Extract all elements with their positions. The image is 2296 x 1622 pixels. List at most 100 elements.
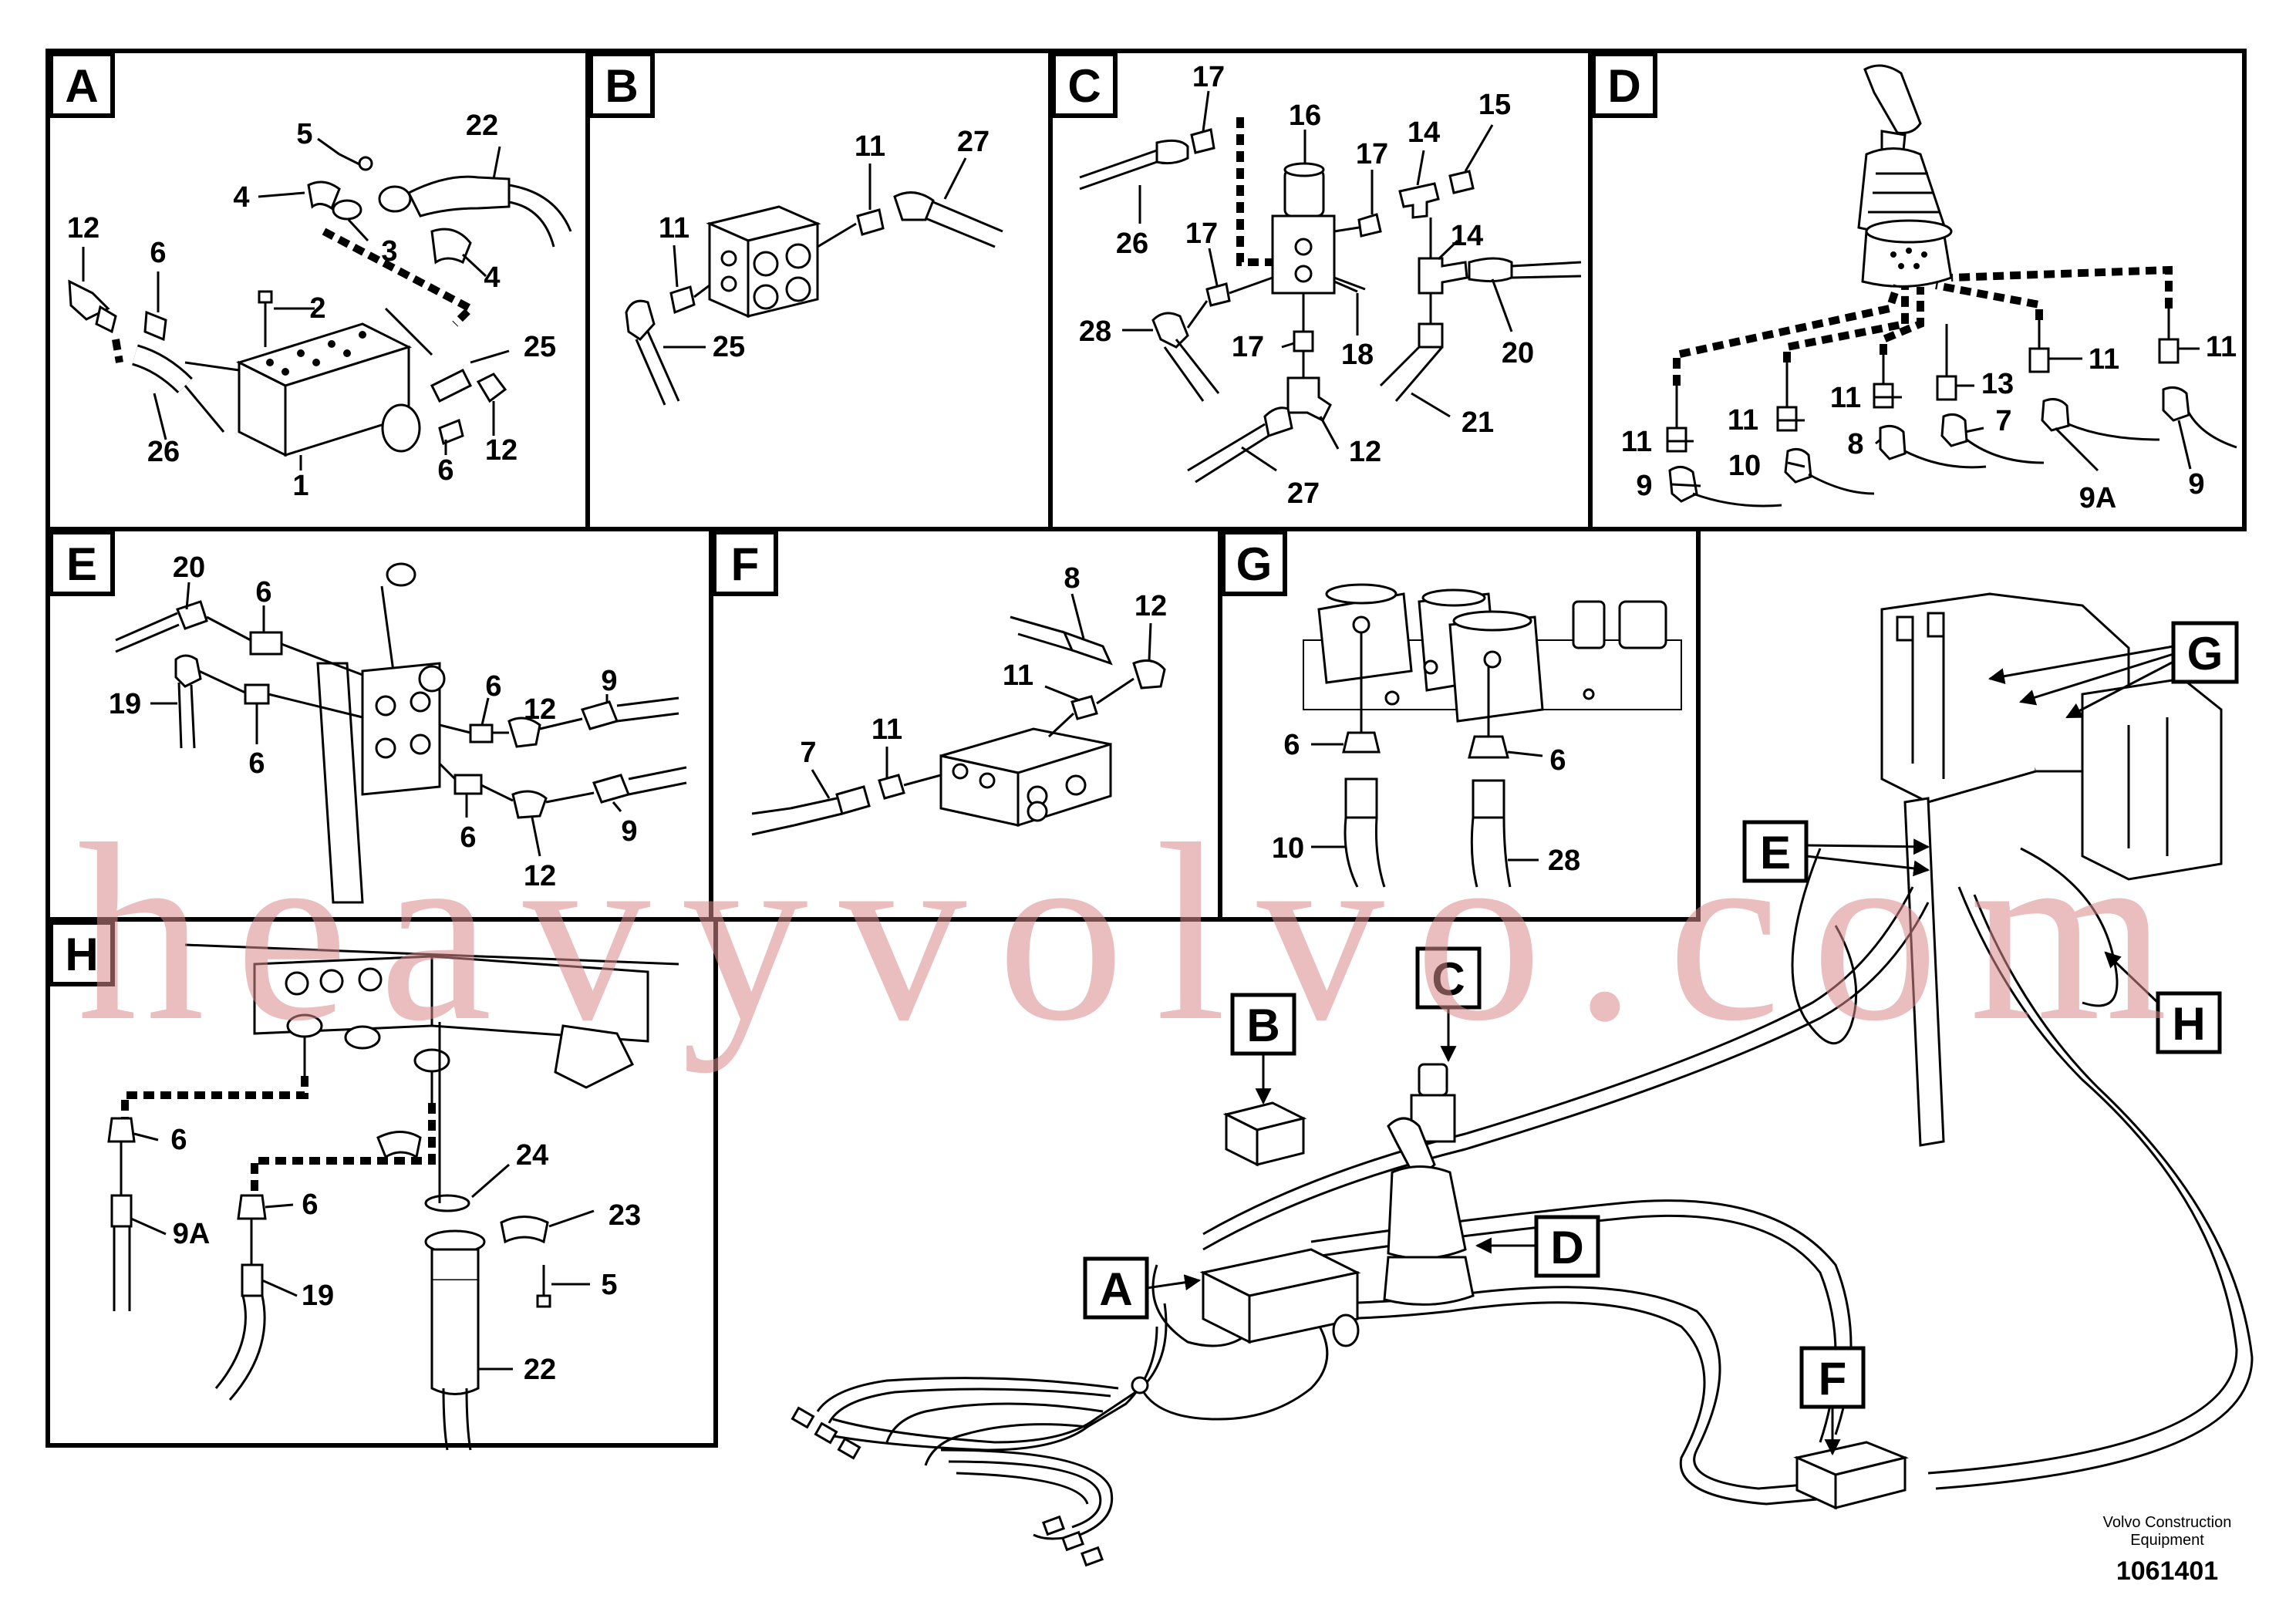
panel-frame-d bbox=[1588, 49, 2247, 531]
svg-text:D: D bbox=[1607, 60, 1640, 112]
callout: 11 bbox=[2089, 343, 2119, 376]
overview-label-g: G bbox=[1988, 621, 2239, 719]
svg-text:B: B bbox=[1246, 1000, 1279, 1051]
svg-text:B: B bbox=[605, 60, 638, 112]
callout: 6 bbox=[302, 1189, 318, 1221]
fitting-17-b bbox=[1357, 213, 1382, 238]
callout: 25 bbox=[713, 331, 745, 363]
svg-text:A: A bbox=[65, 60, 98, 112]
callout: 25 bbox=[524, 331, 556, 363]
callout: 13 bbox=[1981, 368, 2014, 400]
panel-c-drawing bbox=[1079, 117, 1582, 484]
panel-h-dashed-links bbox=[121, 1076, 436, 1195]
fitting-17-a bbox=[1190, 128, 1215, 154]
callout: 9 bbox=[2188, 468, 2204, 501]
flange-half-4-bottom bbox=[430, 228, 472, 265]
fitting-9-upper bbox=[580, 700, 619, 730]
callout: 12 bbox=[1349, 436, 1381, 468]
callout: 10 bbox=[1272, 832, 1304, 865]
callout: 19 bbox=[302, 1280, 334, 1312]
fitting-6-h-right bbox=[237, 1194, 267, 1220]
joystick-base bbox=[1861, 230, 1953, 288]
fitting-12-right bbox=[476, 373, 507, 403]
lever-knob bbox=[386, 562, 416, 587]
flange-half-23 bbox=[500, 1216, 549, 1244]
fitting-6-e-upper bbox=[249, 631, 283, 656]
callout: 11 bbox=[855, 130, 885, 163]
panel-letter-g: G bbox=[1221, 530, 1287, 596]
callout: 28 bbox=[1548, 845, 1580, 877]
svg-text:A: A bbox=[1099, 1263, 1132, 1315]
callout: 11 bbox=[2206, 331, 2237, 363]
callout: 6 bbox=[437, 454, 453, 487]
fitting-11-a bbox=[1666, 427, 1687, 453]
callout: 19 bbox=[109, 688, 141, 720]
svg-text:D: D bbox=[1550, 1222, 1583, 1273]
footer: Volvo Construction Equipment 1061401 bbox=[2103, 1514, 2232, 1586]
panel-frame-h bbox=[46, 917, 718, 1448]
callout: 14 bbox=[1408, 116, 1440, 149]
callout: 24 bbox=[516, 1139, 548, 1172]
overview-label-h: H bbox=[2104, 951, 2222, 1054]
drawing-number: 1061401 bbox=[2116, 1556, 2218, 1586]
fitting-7-f bbox=[835, 785, 871, 815]
callout: 6 bbox=[255, 576, 271, 609]
callout: 27 bbox=[1287, 477, 1320, 510]
callout: 6 bbox=[1549, 744, 1566, 777]
callout: 9A bbox=[2079, 482, 2117, 514]
elbow-19 bbox=[174, 654, 202, 688]
fitting-17-d bbox=[1293, 330, 1314, 352]
overview-bracket bbox=[1903, 797, 1945, 1147]
fitting-11-c bbox=[1873, 383, 1894, 409]
solenoid-g bbox=[1572, 600, 1606, 649]
panel-d-dashed-links bbox=[1673, 265, 2173, 386]
panel-b-leaders bbox=[663, 157, 967, 349]
fitting-13 bbox=[1936, 375, 1957, 401]
callout: 26 bbox=[147, 436, 180, 468]
callout: 17 bbox=[1356, 138, 1388, 170]
panel-g-drawing bbox=[1303, 583, 1682, 888]
callout: 12 bbox=[524, 693, 556, 726]
panel-letter-a: A bbox=[49, 52, 115, 118]
callout: 6 bbox=[248, 747, 265, 780]
panel-e-drawing bbox=[115, 562, 687, 904]
hose-25-fitting bbox=[430, 368, 473, 403]
tee-14-top bbox=[1398, 182, 1440, 219]
callout: 11 bbox=[1003, 659, 1033, 692]
fitting-6-h-left bbox=[107, 1117, 136, 1143]
overview-label-e: E bbox=[1742, 820, 1930, 883]
callout: 8 bbox=[1064, 562, 1080, 595]
fitting-6-g-right bbox=[1468, 735, 1509, 759]
fitting-6-left bbox=[143, 310, 167, 342]
hose-9a-fitting bbox=[110, 1194, 133, 1228]
overview-label-a: A bbox=[1083, 1256, 1202, 1320]
valve-section-1 bbox=[1317, 592, 1413, 684]
panel-letter-e: E bbox=[49, 530, 115, 596]
elbow-12-upper bbox=[507, 717, 541, 748]
fitting-11-left bbox=[669, 285, 696, 315]
callout: 12 bbox=[485, 434, 518, 467]
callout: 8 bbox=[1847, 428, 1863, 460]
fitting-11-d bbox=[2028, 347, 2050, 373]
fitting-6-g-left bbox=[1342, 731, 1381, 754]
callout: 12 bbox=[1135, 590, 1167, 622]
svg-text:H: H bbox=[65, 929, 98, 980]
flange-half-h bbox=[376, 1131, 422, 1159]
callout: 4 bbox=[484, 261, 500, 294]
elbow-27 bbox=[893, 191, 935, 221]
callout: 22 bbox=[466, 110, 498, 142]
fitting-7 bbox=[1940, 413, 1968, 447]
panel-e-leaders bbox=[150, 582, 622, 857]
panel-c-callouts: 17 16 15 17 14 26 17 14 28 17 18 20 21 2… bbox=[1079, 61, 1534, 510]
watermark: heavyvolvo.com bbox=[77, 792, 2198, 1074]
callout: 12 bbox=[67, 212, 99, 244]
callout: 6 bbox=[150, 237, 166, 269]
overview-label-d: D bbox=[1475, 1215, 1600, 1278]
callout: 27 bbox=[957, 126, 990, 158]
callout: 18 bbox=[1341, 339, 1374, 371]
callout: 11 bbox=[1728, 404, 1758, 437]
svg-text:C: C bbox=[1067, 60, 1101, 112]
callout: 17 bbox=[1185, 218, 1218, 250]
callout: 9 bbox=[1636, 470, 1652, 502]
callout: 6 bbox=[485, 670, 501, 703]
